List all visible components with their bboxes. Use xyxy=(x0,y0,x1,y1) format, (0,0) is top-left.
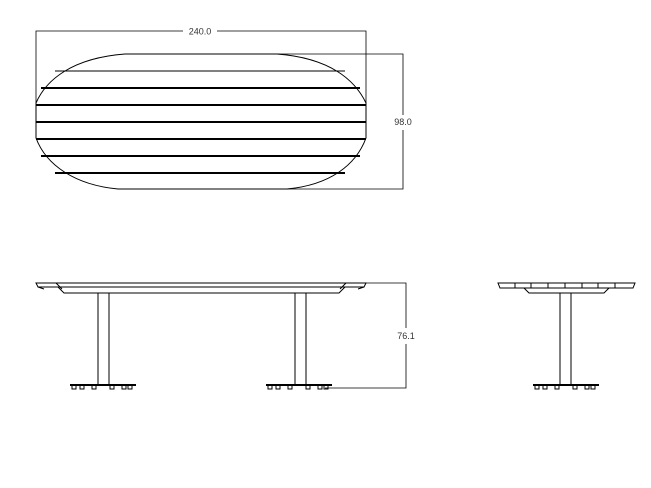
width-dimension: 98.0 xyxy=(277,53,412,190)
length-label: 240.0 xyxy=(189,27,212,37)
foot xyxy=(533,384,599,390)
apron xyxy=(523,287,610,294)
leg xyxy=(294,292,307,386)
height-dimension: 76.1 xyxy=(325,282,415,389)
width-label: 98.0 xyxy=(394,117,412,127)
tabletop-edge xyxy=(35,282,367,288)
front-view: 76.1 xyxy=(35,282,415,390)
foot xyxy=(266,384,332,390)
apron xyxy=(57,286,346,294)
tabletop-edge xyxy=(497,282,636,289)
side-view xyxy=(497,282,636,390)
top-view: 240.0 98.0 xyxy=(35,27,412,190)
height-label: 76.1 xyxy=(397,331,415,341)
foot xyxy=(70,384,136,390)
length-dimension: 240.0 xyxy=(35,27,367,103)
leg xyxy=(97,292,110,386)
leg xyxy=(559,292,572,386)
